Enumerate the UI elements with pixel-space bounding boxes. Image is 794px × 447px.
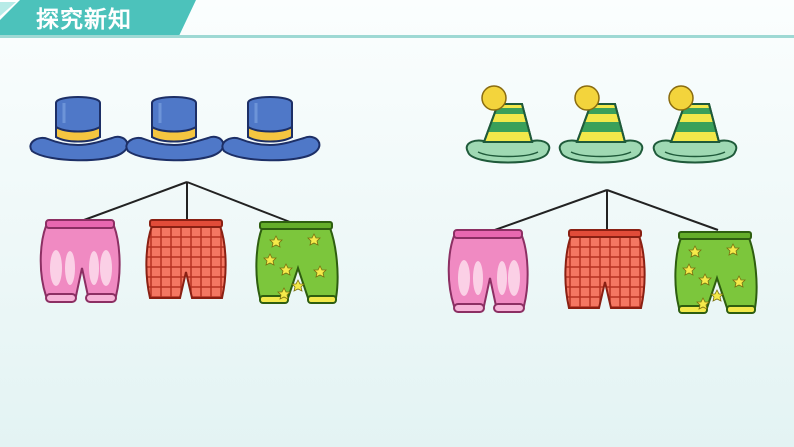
- pompom-cap-icon: [465, 85, 551, 164]
- green-star-pants-icon: [675, 232, 756, 313]
- top-hat-icon: [28, 95, 129, 162]
- title-banner: [0, 0, 196, 38]
- connector-lines: [83, 181, 291, 223]
- pompom-cap-icon: [558, 85, 644, 164]
- top-hat-icon: [124, 95, 225, 162]
- connector-lines: [491, 189, 719, 232]
- green-star-pants-icon: [256, 222, 337, 303]
- pink-pants-icon: [447, 229, 529, 313]
- header-divider: [0, 35, 794, 38]
- top-hat-icon: [220, 95, 321, 162]
- plaid-pants-icon: [564, 229, 646, 309]
- pompom-cap-icon: [652, 85, 738, 164]
- section-title: 探究新知: [36, 7, 132, 33]
- pink-pants-icon: [39, 219, 121, 303]
- header-bar: 探究新知: [0, 0, 794, 44]
- plaid-pants-icon: [145, 219, 227, 299]
